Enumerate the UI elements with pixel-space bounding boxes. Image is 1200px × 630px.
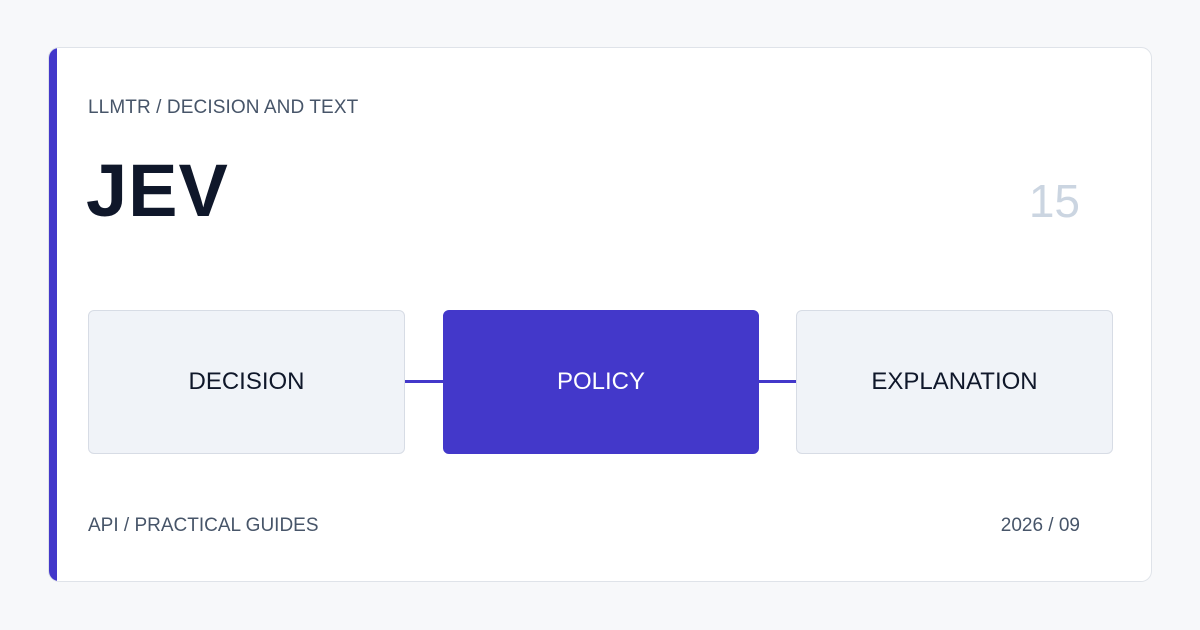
flow-node-label: POLICY bbox=[556, 368, 646, 395]
flow-node-label: EXPLANATION bbox=[871, 368, 1038, 395]
flow-node-policy: POLICY bbox=[443, 310, 759, 454]
footer-date: 2026 / 09 bbox=[1000, 515, 1080, 536]
flow-node-label: DECISION bbox=[188, 368, 305, 395]
flow-connector bbox=[405, 380, 443, 383]
flow-connector bbox=[759, 380, 796, 383]
flow-node-explanation: EXPLANATION bbox=[796, 310, 1113, 454]
issue-number: 15 bbox=[1028, 175, 1080, 227]
eyebrow-label: LLMTR / DECISION AND TEXT bbox=[88, 97, 359, 118]
card: LLMTR / DECISION AND TEXT JEV 15 DECISIO… bbox=[48, 47, 1152, 582]
footer-category: API / PRACTICAL GUIDES bbox=[88, 515, 319, 536]
page-title: JEV bbox=[86, 149, 229, 232]
accent-bar bbox=[49, 48, 57, 581]
flow-node-decision: DECISION bbox=[88, 310, 405, 454]
